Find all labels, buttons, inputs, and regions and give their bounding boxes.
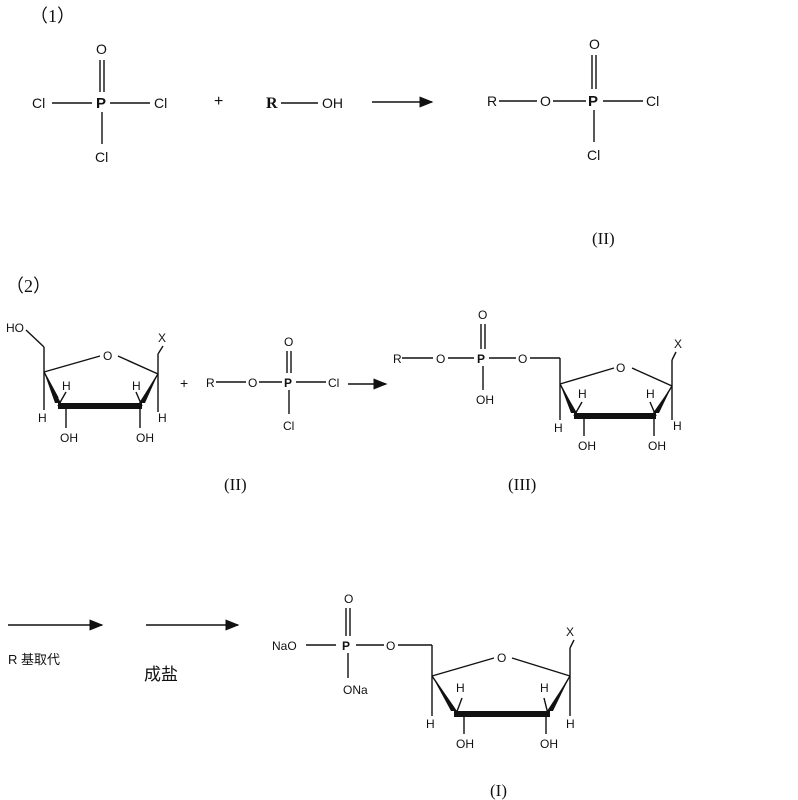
svg-text:R: R (206, 376, 215, 390)
svg-text:H: H (456, 681, 465, 695)
svg-text:R: R (487, 93, 497, 109)
svg-text:OH: OH (578, 439, 596, 453)
dichlorophosphate-reagent: R O O P Cl Cl (206, 335, 339, 433)
ribose-starting-material: HO O X H H H H OH OH (6, 321, 167, 445)
svg-text:O: O (518, 352, 527, 366)
svg-text:O: O (589, 36, 600, 52)
svg-text:Cl: Cl (328, 376, 339, 390)
disodium-phosphate-i: NaO O P O ONa O X H H H H OH OH (272, 592, 575, 751)
svg-text:X: X (566, 625, 574, 639)
svg-text:P: P (96, 95, 106, 112)
svg-text:P: P (477, 352, 485, 366)
svg-text:P: P (284, 376, 292, 390)
svg-text:O: O (344, 592, 353, 606)
svg-text:H: H (646, 387, 655, 401)
r-substitution-label: R 基取代 (8, 652, 60, 667)
svg-text:O: O (103, 349, 112, 363)
svg-text:H: H (158, 411, 167, 425)
svg-text:OH: OH (136, 431, 154, 445)
svg-text:H: H (38, 411, 47, 425)
svg-text:OH: OH (322, 95, 343, 111)
svg-text:H: H (62, 379, 71, 393)
alcohol-roh: R OH (266, 95, 343, 112)
svg-text:O: O (284, 335, 293, 349)
compound-ii-label-2: (II) (224, 475, 247, 494)
svg-text:OH: OH (456, 737, 474, 751)
salt-formation-label: 成盐 (144, 665, 178, 684)
svg-text:OH: OH (476, 393, 494, 407)
phosphoryl-chloride: O P Cl Cl Cl (32, 41, 167, 165)
svg-text:O: O (436, 352, 445, 366)
svg-text:H: H (554, 421, 563, 435)
svg-text:Cl: Cl (283, 419, 294, 433)
svg-text:R: R (266, 95, 278, 112)
svg-text:X: X (674, 337, 682, 351)
svg-text:O: O (248, 376, 257, 390)
compound-i-label: (I) (490, 781, 507, 800)
svg-text:P: P (342, 639, 350, 653)
svg-text:Cl: Cl (154, 95, 167, 111)
svg-text:O: O (497, 651, 506, 665)
svg-text:H: H (578, 387, 587, 401)
svg-text:X: X (158, 331, 166, 345)
svg-text:Cl: Cl (646, 93, 659, 109)
svg-text:ONa: ONa (343, 683, 368, 697)
plus-sign-2: + (180, 375, 188, 391)
svg-text:O: O (386, 639, 395, 653)
svg-text:Cl: Cl (95, 149, 108, 165)
svg-text:NaO: NaO (272, 639, 297, 653)
svg-text:OH: OH (60, 431, 78, 445)
svg-text:H: H (132, 379, 141, 393)
svg-text:H: H (566, 717, 575, 731)
svg-text:Cl: Cl (587, 147, 600, 163)
svg-text:O: O (540, 93, 551, 109)
svg-text:OH: OH (648, 439, 666, 453)
svg-text:P: P (588, 93, 598, 110)
step-1-label: （1） (30, 6, 75, 26)
plus-sign: + (214, 93, 223, 110)
svg-text:O: O (616, 361, 625, 375)
svg-text:H: H (426, 717, 435, 731)
svg-text:OH: OH (540, 737, 558, 751)
svg-text:Cl: Cl (32, 95, 45, 111)
svg-text:H: H (540, 681, 549, 695)
dichlorophosphate-ii: R O O P Cl Cl (487, 36, 659, 163)
svg-text:O: O (96, 41, 107, 57)
phosphate-ester-iii: R O O P O OH O X H H H H OH (393, 308, 682, 453)
compound-ii-label: (II) (592, 229, 615, 248)
svg-text:R: R (393, 352, 402, 366)
step-2-label: （2） (6, 276, 51, 296)
svg-text:O: O (478, 308, 487, 322)
svg-text:H: H (673, 419, 682, 433)
compound-iii-label: (III) (508, 475, 536, 494)
svg-text:HO: HO (6, 321, 24, 335)
